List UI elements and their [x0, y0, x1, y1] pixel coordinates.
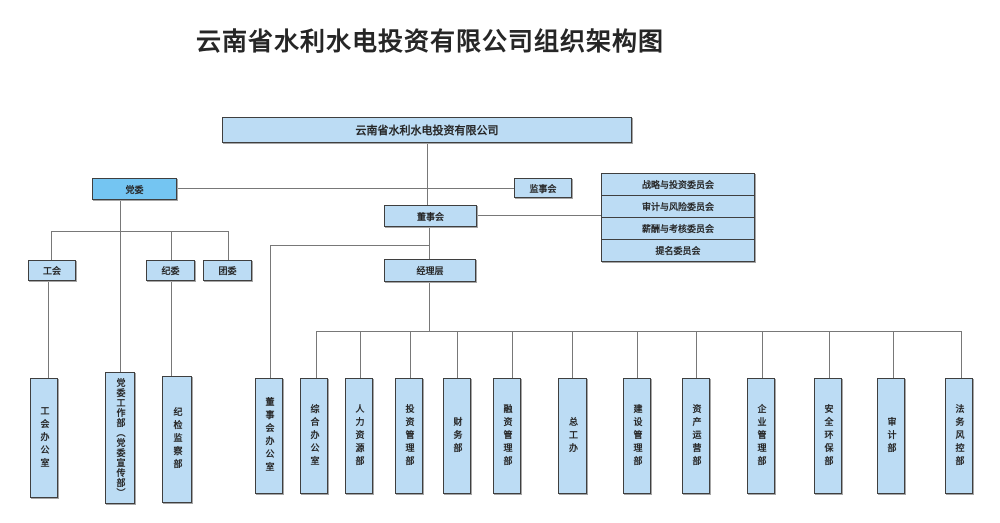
dept-label: 董事会办公室 — [264, 397, 275, 475]
node-supervisory-board: 监事会 — [514, 178, 572, 198]
connector-line — [696, 331, 697, 378]
dept-label: 安全环保部 — [823, 403, 834, 469]
dept-label: 投资管理部 — [404, 403, 415, 469]
dept-board-office: 董事会办公室 — [255, 378, 283, 494]
node-union-office-label: 工会办公室 — [39, 405, 50, 471]
dept-label: 人力资源部 — [354, 403, 365, 469]
connector-line — [48, 281, 49, 378]
node-root-company-label: 云南省水利水电投资有限公司 — [355, 125, 499, 137]
page-title: 云南省水利水电投资有限公司组织架构图 — [195, 28, 664, 56]
connector-line — [429, 227, 430, 259]
node-labor-union: 工会 — [28, 260, 76, 281]
connector-line — [171, 231, 172, 260]
node-labor-union-label: 工会 — [42, 266, 61, 276]
connector-line — [762, 331, 763, 378]
dept-asset-operation: 资产运营部 — [682, 378, 710, 494]
node-party-committee-label: 党委 — [125, 184, 144, 195]
dept-label: 综合办公室 — [309, 403, 320, 469]
dept-human-resources: 人力资源部 — [345, 378, 373, 494]
connector-line — [961, 331, 962, 378]
connector-line — [316, 331, 962, 332]
node-discipline-inspection-dept: 纪检监察部 — [162, 376, 192, 503]
connector-line — [427, 143, 428, 205]
node-committee-nomination: 提名委员会 — [602, 239, 754, 261]
node-union-office: 工会办公室 — [30, 378, 58, 498]
connector-line — [429, 282, 430, 331]
connector-line — [316, 331, 317, 378]
connector-line — [410, 331, 411, 378]
connector-line — [270, 245, 271, 378]
node-board-of-directors-label: 董事会 — [416, 211, 444, 222]
connector-line — [171, 281, 172, 376]
connector-line — [360, 331, 361, 378]
connector-line — [829, 331, 830, 378]
dept-label: 融资管理部 — [502, 403, 513, 469]
committee-label: 审计与风险委员会 — [641, 202, 714, 212]
connector-line — [51, 231, 229, 232]
connector-line — [512, 331, 513, 378]
dept-legal-risk-control: 法务风控部 — [945, 378, 973, 494]
node-discipline-committee-label: 纪委 — [161, 266, 180, 276]
connector-line — [572, 331, 573, 378]
connector-line — [477, 215, 601, 216]
node-youth-league-label: 团委 — [218, 266, 237, 276]
connector-line — [120, 200, 121, 231]
node-discipline-committee: 纪委 — [146, 260, 195, 281]
node-management-layer-label: 经理层 — [416, 266, 444, 276]
dept-chief-engineer-office: 总工办 — [558, 378, 587, 494]
node-committee-strategy-investment: 战略与投资委员会 — [602, 174, 754, 195]
dept-finance: 财务部 — [443, 378, 471, 494]
dept-audit: 审计部 — [877, 378, 905, 494]
connector-line — [228, 231, 229, 260]
connector-line — [120, 231, 121, 372]
connector-line — [457, 331, 458, 378]
node-committee-audit-risk: 审计与风险委员会 — [602, 195, 754, 217]
node-party-work-dept: 党委工作部（党委宣传部） — [105, 372, 135, 504]
dept-label: 建设管理部 — [632, 403, 643, 469]
dept-investment-management: 投资管理部 — [395, 378, 423, 494]
dept-enterprise-management: 企业管理部 — [747, 378, 775, 494]
node-board-of-directors: 董事会 — [384, 205, 477, 227]
connector-line — [893, 331, 894, 378]
connector-line — [637, 331, 638, 378]
connector-line — [51, 231, 52, 260]
dept-construction-management: 建设管理部 — [623, 378, 651, 494]
dept-label: 财务部 — [452, 416, 463, 456]
dept-financing-management: 融资管理部 — [493, 378, 521, 494]
committee-label: 提名委员会 — [655, 246, 701, 256]
node-party-work-dept-label: 党委工作部（党委宣传部） — [115, 378, 126, 498]
dept-safety-environment: 安全环保部 — [814, 378, 842, 494]
board-committee-stack: 战略与投资委员会 审计与风险委员会 薪酬与考核委员会 提名委员会 — [601, 173, 755, 262]
dept-label: 审计部 — [886, 416, 897, 456]
dept-label: 企业管理部 — [756, 403, 767, 469]
node-supervisory-board-label: 监事会 — [529, 183, 557, 194]
committee-label: 薪酬与考核委员会 — [641, 224, 714, 234]
dept-label: 法务风控部 — [954, 403, 965, 469]
node-youth-league: 团委 — [203, 260, 252, 281]
node-management-layer: 经理层 — [384, 259, 476, 282]
node-root-company: 云南省水利水电投资有限公司 — [222, 117, 632, 143]
node-committee-remuneration-appraisal: 薪酬与考核委员会 — [602, 217, 754, 239]
node-party-committee: 党委 — [92, 178, 177, 200]
dept-general-office: 综合办公室 — [300, 378, 328, 494]
node-discipline-inspection-dept-label: 纪检监察部 — [172, 407, 183, 472]
committee-label: 战略与投资委员会 — [641, 180, 714, 190]
connector-line — [177, 188, 514, 189]
dept-label: 总工办 — [568, 416, 578, 456]
dept-label: 资产运营部 — [691, 403, 702, 469]
connector-line — [270, 245, 430, 246]
